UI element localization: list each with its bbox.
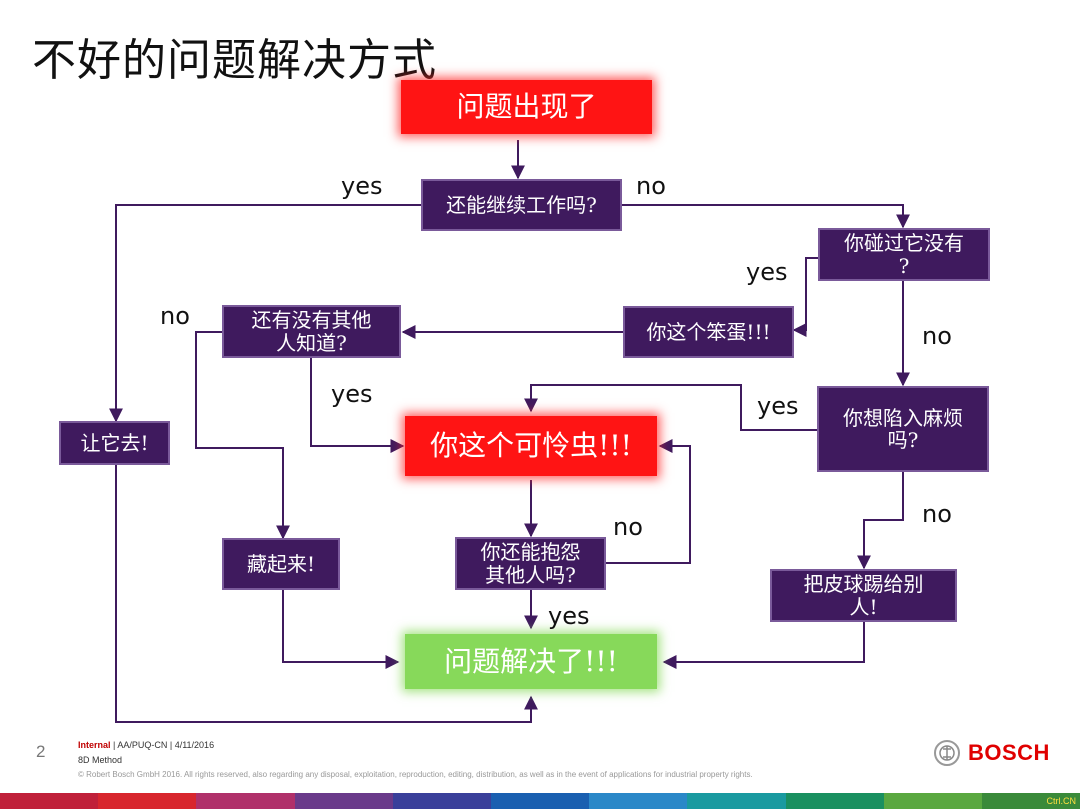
- label-no-others: no: [160, 302, 190, 330]
- label-yes-still-works: yes: [341, 172, 383, 200]
- connector-hide-to-solved: [282, 590, 400, 669]
- footer-meta: Internal | AA/PUQ-CN | 4/11/2016: [78, 740, 214, 750]
- bosch-armature-icon: [934, 740, 960, 766]
- connector-others-no: [195, 331, 290, 540]
- label-no-trouble: no: [922, 500, 952, 528]
- node-touched-it: 你碰过它没有 ?: [818, 228, 990, 281]
- connector-trouble-no: [857, 471, 904, 570]
- connector-still-works-yes: [109, 204, 422, 423]
- label-yes-touched: yes: [746, 258, 788, 286]
- connector-others-yes: [310, 358, 405, 453]
- node-pass-the-ball: 把皮球踢给别 人!: [770, 569, 957, 622]
- connector-letgo-to-solved: [115, 465, 538, 723]
- footer-color-band: [0, 793, 1080, 809]
- bosch-brand: BOSCH: [934, 740, 1050, 766]
- label-no-touched: no: [922, 322, 952, 350]
- footer-copyright: © Robert Bosch GmbH 2016. All rights res…: [78, 770, 753, 779]
- node-let-it-go: 让它去!: [59, 421, 170, 465]
- footer-topic: 8D Method: [78, 755, 123, 765]
- node-problem-appears: 问题出现了: [401, 80, 652, 134]
- footer-meta-rest: | AA/PUQ-CN | 4/11/2016: [110, 740, 215, 750]
- label-yes-blame: yes: [548, 602, 590, 630]
- bosch-wordmark: BOSCH: [968, 740, 1050, 765]
- node-poor-thing: 你这个可怜虫!!!: [405, 416, 657, 476]
- label-no-blame: no: [613, 513, 643, 541]
- node-want-trouble: 你想陷入麻烦 吗?: [817, 386, 989, 472]
- label-no-still-works: no: [636, 172, 666, 200]
- connector-blame-no: [606, 439, 691, 564]
- connector-pass-to-solved: [662, 622, 865, 669]
- node-still-works: 还能继续工作吗?: [421, 179, 622, 231]
- label-yes-others: yes: [331, 380, 373, 408]
- node-others-know: 还有没有其他 人知道?: [222, 305, 401, 358]
- label-yes-trouble: yes: [757, 392, 799, 420]
- node-blame-others: 你还能抱怨 其他人吗?: [455, 537, 606, 590]
- node-hide: 藏起来!: [222, 538, 340, 590]
- classification-label: Internal: [78, 740, 111, 750]
- page-number: 2: [36, 742, 46, 761]
- connector-still-works-no: [622, 204, 910, 229]
- node-you-idiot: 你这个笨蛋!!!: [623, 306, 794, 358]
- page-title: 不好的问题解决方式: [32, 35, 437, 86]
- connector-trouble-yes: [524, 384, 818, 431]
- corner-watermark: Ctrl.CN: [1046, 796, 1077, 806]
- connector-touched-yes: [792, 257, 818, 337]
- node-problem-solved: 问题解决了!!!: [405, 634, 657, 689]
